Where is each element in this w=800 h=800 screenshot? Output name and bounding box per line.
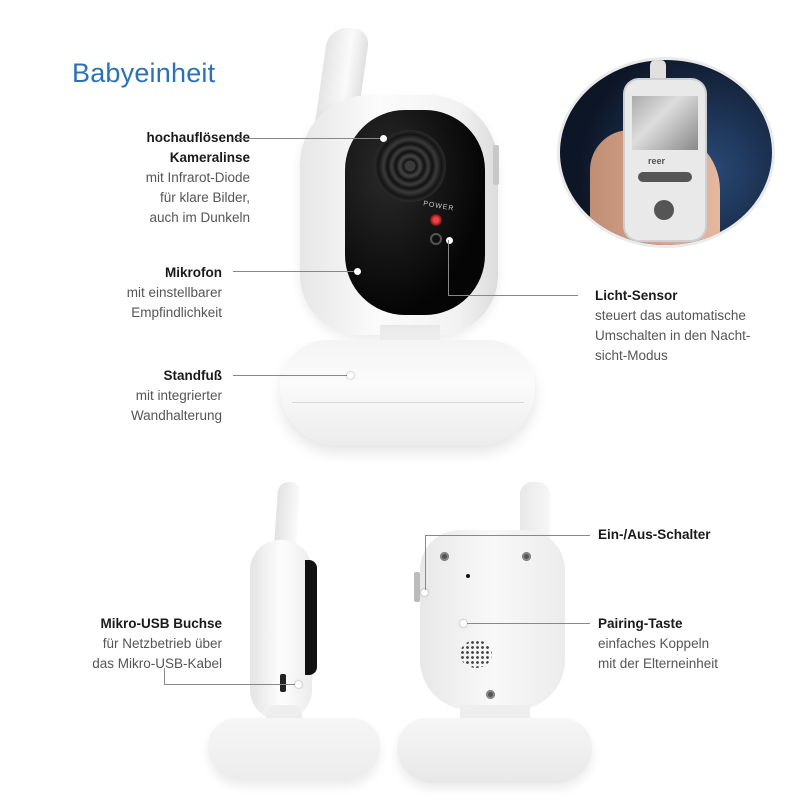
leader-line-pairing — [467, 623, 590, 624]
leader-vline-usb — [164, 668, 165, 684]
callout-lens-desc-1: mit Infrarot-Diode — [145, 170, 250, 185]
callout-lens: hochauflösende Kameralinse mit Infrarot-… — [90, 128, 250, 228]
camera-lens — [374, 130, 446, 202]
marker-power-switch — [421, 589, 428, 596]
screw-bottom — [486, 690, 495, 699]
marker-mic — [354, 268, 361, 275]
leader-line-light-sensor — [448, 295, 578, 296]
callout-mic-heading: Mikrofon — [165, 265, 222, 280]
marker-lens — [380, 135, 387, 142]
callout-light-sensor-desc-2: Umschalten in den Nacht- — [595, 328, 751, 343]
speaker-grille — [460, 640, 492, 668]
parent-unit-screen — [632, 96, 698, 150]
power-switch — [414, 572, 420, 602]
callout-light-sensor-desc-3: sicht-Modus — [595, 348, 668, 363]
callout-stand-desc-2: Wandhalterung — [130, 408, 222, 423]
callout-usb-desc-1: für Netzbetrieb über — [102, 636, 222, 651]
callout-usb-heading: Mikro-USB Buchse — [100, 616, 222, 631]
parent-unit-dpad — [654, 200, 674, 220]
base-seam — [292, 402, 524, 403]
parent-unit-brand: reer — [648, 156, 666, 166]
callout-mic: Mikrofon mit einstellbarer Empfindlichke… — [90, 263, 222, 323]
leader-line-lens — [233, 138, 383, 139]
callout-stand-desc-1: mit integrierter — [135, 388, 222, 403]
callout-usb: Mikro-USB Buchse für Netzbetrieb über da… — [80, 614, 222, 674]
callout-pairing-desc-2: mit der Elterneinheit — [598, 656, 719, 671]
callout-mic-desc-1: mit einstellbarer — [126, 285, 222, 300]
callout-pairing: Pairing-Taste einfaches Koppeln mit der … — [598, 614, 778, 674]
callout-lens-heading-1: hochauflösende — [146, 130, 250, 145]
callout-usb-desc-2: das Mikro-USB-Kabel — [92, 656, 222, 671]
callout-stand: Standfuß mit integrierter Wandhalterung — [90, 366, 222, 426]
marker-usb — [295, 681, 302, 688]
pairing-button — [466, 574, 470, 578]
micro-usb-port — [280, 674, 286, 692]
light-sensor — [430, 233, 442, 245]
leader-line-stand — [233, 375, 348, 376]
callout-pairing-heading: Pairing-Taste — [598, 616, 683, 631]
parent-unit-photo: reer — [560, 60, 772, 245]
camera-stand-base — [280, 340, 535, 445]
callout-light-sensor: Licht-Sensor steuert das automatische Um… — [595, 286, 795, 366]
callout-mic-desc-2: Empfindlichkeit — [131, 305, 222, 320]
side-view-face-edge — [305, 560, 317, 675]
back-view-base — [397, 718, 592, 783]
power-led — [430, 214, 442, 226]
parent-unit-buttons — [638, 172, 692, 182]
callout-lens-desc-2: für klare Bilder, — [159, 190, 250, 205]
side-view-base — [208, 718, 380, 780]
callout-lens-heading-2: Kameralinse — [169, 150, 250, 165]
leader-line-usb — [164, 684, 297, 685]
screw-top-left — [440, 552, 449, 561]
callout-lens-desc-3: auch im Dunkeln — [149, 210, 250, 225]
page-title: Babyeinheit — [72, 58, 216, 88]
callout-power-switch: Ein-/Aus-Schalter — [598, 525, 778, 545]
side-view-body — [250, 540, 312, 720]
callout-light-sensor-desc-1: steuert das automatische — [595, 308, 746, 323]
leader-vline-light-sensor — [448, 240, 449, 295]
leader-line-power-switch — [425, 535, 590, 536]
leader-line-mic — [233, 271, 355, 272]
marker-stand — [347, 372, 354, 379]
callout-light-sensor-heading: Licht-Sensor — [595, 288, 678, 303]
camera-side-button — [493, 145, 499, 185]
callout-stand-heading: Standfuß — [163, 368, 223, 383]
screw-top-right — [522, 552, 531, 561]
callout-power-switch-heading: Ein-/Aus-Schalter — [598, 527, 711, 542]
marker-light-sensor — [446, 237, 453, 244]
leader-vline-power-switch — [425, 535, 426, 590]
callout-pairing-desc-1: einfaches Koppeln — [598, 636, 710, 651]
marker-pairing — [460, 620, 467, 627]
